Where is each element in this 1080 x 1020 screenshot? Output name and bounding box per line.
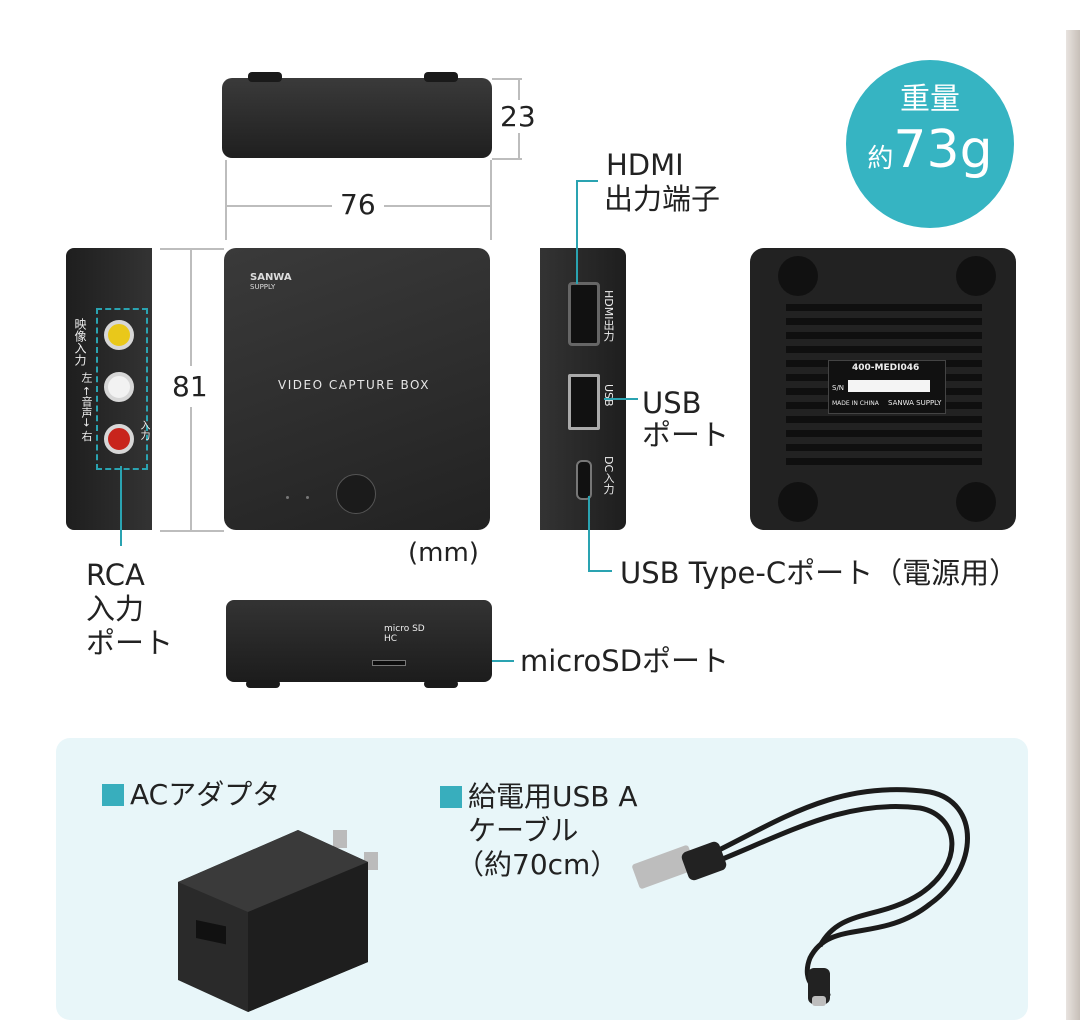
rca-yellow-jack — [104, 320, 134, 350]
usb-side-text: USB — [602, 384, 615, 407]
usb-label: ポート — [642, 418, 730, 452]
weight-prefix: 約 — [867, 144, 894, 174]
cable-label: ケーブル — [468, 814, 579, 847]
callout-line — [120, 466, 122, 546]
sticker-model: 400-MEDI046 — [852, 363, 920, 373]
ac-adapter-image — [178, 830, 378, 1012]
cable-length: （約70cm） — [456, 848, 619, 881]
device-top-view — [222, 78, 492, 158]
dim-line — [225, 160, 227, 240]
dc-side-text: DC入力 — [602, 456, 615, 495]
callout-line — [576, 180, 598, 182]
rubber-foot — [956, 482, 996, 522]
hdmi-label: HDMI — [606, 148, 684, 182]
callout-line — [604, 398, 638, 400]
usbc-label: USB Type-Cポート（電源用） — [620, 556, 1019, 590]
dim-height: 23 — [498, 100, 538, 133]
rca-white-jack — [104, 372, 134, 402]
unit-label: (mm) — [408, 538, 479, 568]
weight-badge: 重量 約73g — [846, 60, 1014, 228]
hdmi-side-text: HDMI出力 — [602, 290, 615, 342]
sticker-made: MADE IN CHINA — [832, 400, 879, 407]
usb-label: USB — [642, 386, 702, 420]
rca-label: RCA — [86, 558, 145, 592]
foot — [424, 72, 458, 82]
rubber-foot — [778, 256, 818, 296]
sticker-sn-box — [848, 380, 930, 392]
usbc-port-icon — [576, 460, 592, 500]
cable-title: 給電用USB A — [440, 780, 638, 814]
callout-line — [588, 570, 612, 572]
sticker-sn: S/N — [832, 384, 845, 392]
dim-line — [490, 160, 492, 240]
microsd-label: microSDポート — [520, 644, 730, 678]
sticker-brand: SANWA SUPPLY — [888, 399, 942, 407]
foot — [424, 680, 458, 688]
weight-line: 約73g — [846, 120, 1014, 180]
led — [306, 496, 309, 499]
sd-mark: micro SD HC — [384, 624, 425, 644]
foot — [248, 72, 282, 82]
foot — [246, 680, 280, 688]
rca-outline — [96, 308, 148, 470]
rca-side-text: 入力 — [138, 420, 149, 440]
brand-logo: SANWA — [250, 272, 292, 283]
hdmi-label: 出力端子 — [604, 182, 721, 216]
weight-title: 重量 — [900, 82, 960, 117]
device-back-side — [226, 600, 492, 682]
dim-line — [492, 158, 522, 160]
front-label: VIDEO CAPTURE BOX — [278, 378, 430, 392]
ac-adapter-label: ACアダプタ — [130, 778, 281, 811]
ac-adapter-title: ACアダプタ — [102, 778, 280, 812]
dim-line — [160, 248, 224, 250]
brand-logo: SUPPLY — [250, 283, 276, 291]
power-button — [336, 474, 376, 514]
microsd-slot — [372, 660, 406, 666]
dim-line — [160, 530, 224, 532]
rca-label: 入力 — [86, 592, 145, 626]
rca-label: ポート — [86, 626, 174, 660]
rubber-foot — [778, 482, 818, 522]
rubber-foot — [956, 256, 996, 296]
rca-side-text: 映像入力 — [73, 318, 87, 366]
led — [286, 496, 289, 499]
usb-port-icon — [568, 374, 600, 430]
rca-side-text: 左 ←音声→ 右 — [80, 372, 93, 442]
weight-value: 73g — [893, 120, 993, 180]
square-bullet-icon — [440, 786, 462, 808]
callout-line — [588, 496, 590, 570]
rca-red-jack — [104, 424, 134, 454]
dim-line — [492, 78, 522, 80]
callout-line — [576, 180, 578, 284]
cable-label: 給電用USB A — [468, 780, 638, 813]
square-bullet-icon — [102, 784, 124, 806]
usb-cable-image — [632, 787, 970, 1006]
dim-depth: 81 — [170, 366, 210, 407]
hdmi-port-icon — [568, 282, 600, 346]
dim-width: 76 — [332, 188, 384, 221]
background-edge — [1066, 30, 1080, 1020]
